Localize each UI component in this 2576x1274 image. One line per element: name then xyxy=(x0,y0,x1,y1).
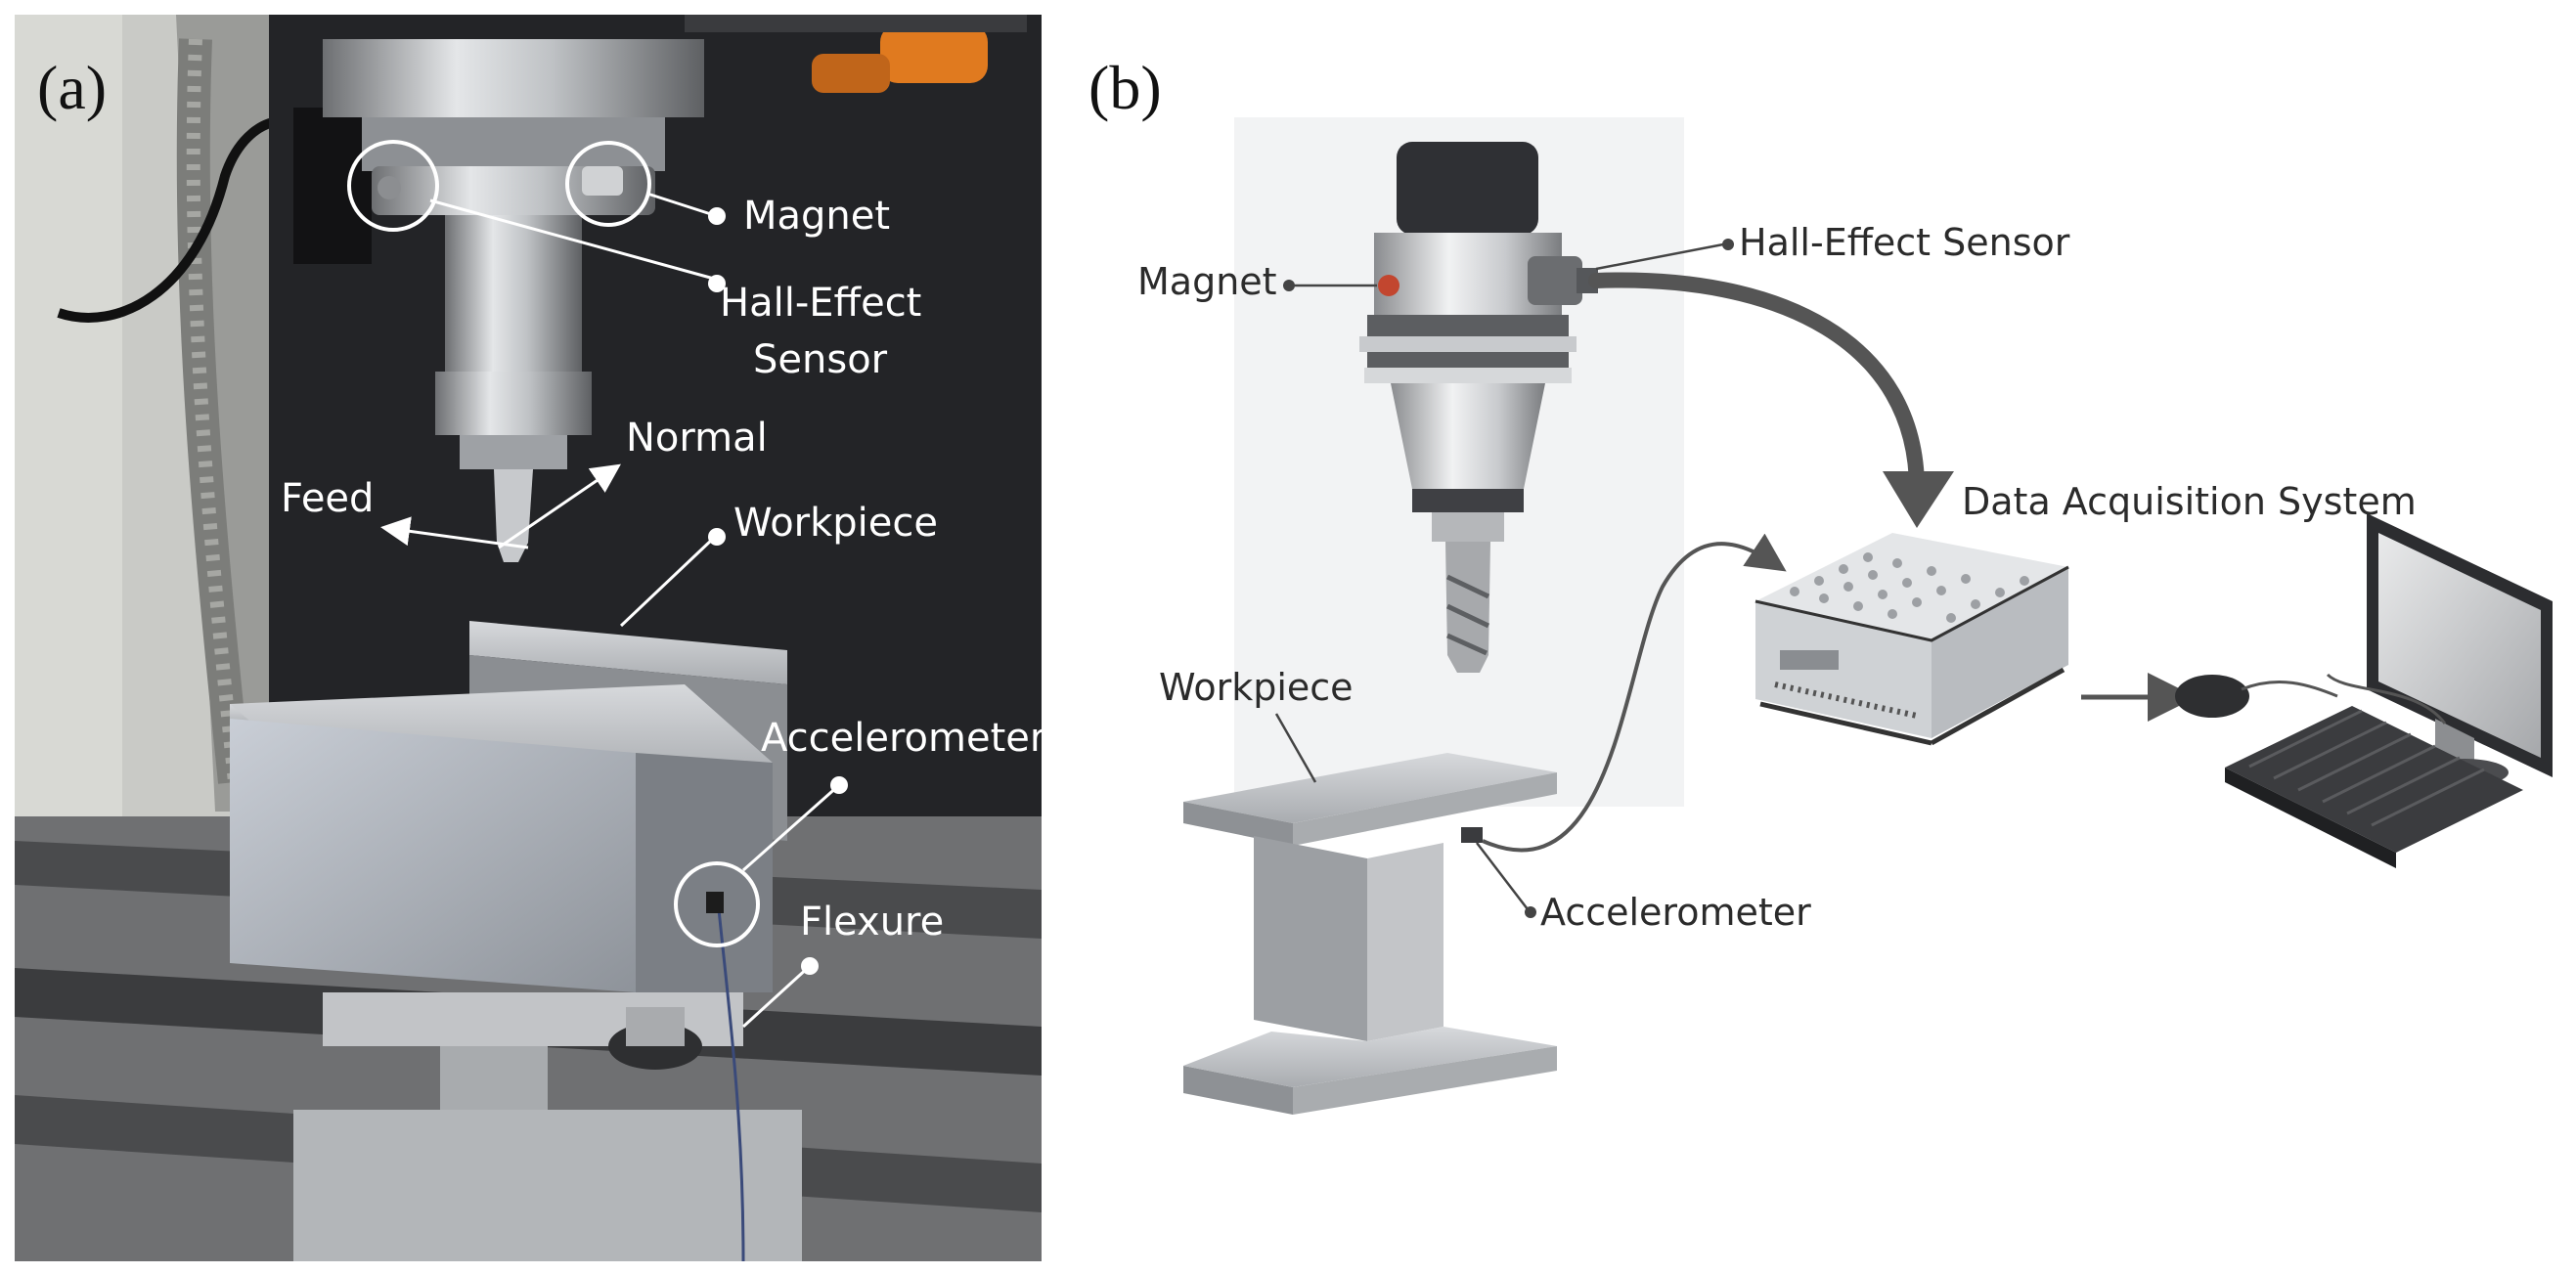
hall-dot xyxy=(708,275,726,292)
spindle xyxy=(1359,142,1598,673)
callout-a-workpiece: Workpiece xyxy=(733,501,939,546)
callout-a-feed: Feed xyxy=(281,476,375,521)
panel-b-label: (b) xyxy=(1088,53,1162,122)
panel-a-label: (a) xyxy=(37,53,108,122)
callout-a-flexure: Flexure xyxy=(800,900,945,945)
callout-b-accelerometer: Accelerometer xyxy=(1540,891,1811,934)
callout-b-hall-sensor: Hall-Effect Sensor xyxy=(1739,221,2070,264)
callout-a-hall-line2: Sensor xyxy=(753,337,888,382)
panel-a-leader-dots xyxy=(708,207,848,975)
panel-a-leaders xyxy=(380,192,840,1029)
accelerometer-marker xyxy=(1461,827,1483,843)
flexure-dot xyxy=(801,957,819,975)
callout-b-workpiece: Workpiece xyxy=(1159,666,1354,709)
panel-b-leader-dots xyxy=(1283,239,1734,918)
workpiece-dot xyxy=(708,528,726,546)
magnet-marker xyxy=(1378,275,1399,296)
magnet-dot xyxy=(708,207,726,225)
panel-a-photo xyxy=(15,15,1042,1262)
callout-a-magnet: Magnet xyxy=(743,194,891,239)
callout-a-normal: Normal xyxy=(626,416,768,461)
callout-b-daq: Data Acquisition System xyxy=(1962,480,2417,523)
daq-unit xyxy=(1754,533,2069,746)
i-beam-workpiece xyxy=(1183,753,1557,1115)
callout-a-hall-line1: Hall-Effect xyxy=(720,281,922,326)
computer xyxy=(2175,513,2553,868)
hall-sensor-body xyxy=(1528,256,1582,305)
panel-b-schematic xyxy=(1183,117,2553,1115)
accelerometer-dot xyxy=(830,776,848,794)
callout-a-accelerometer: Accelerometer xyxy=(761,716,1046,761)
panel-b-leaders xyxy=(1274,242,1724,910)
callout-b-magnet: Magnet xyxy=(1137,260,1277,303)
